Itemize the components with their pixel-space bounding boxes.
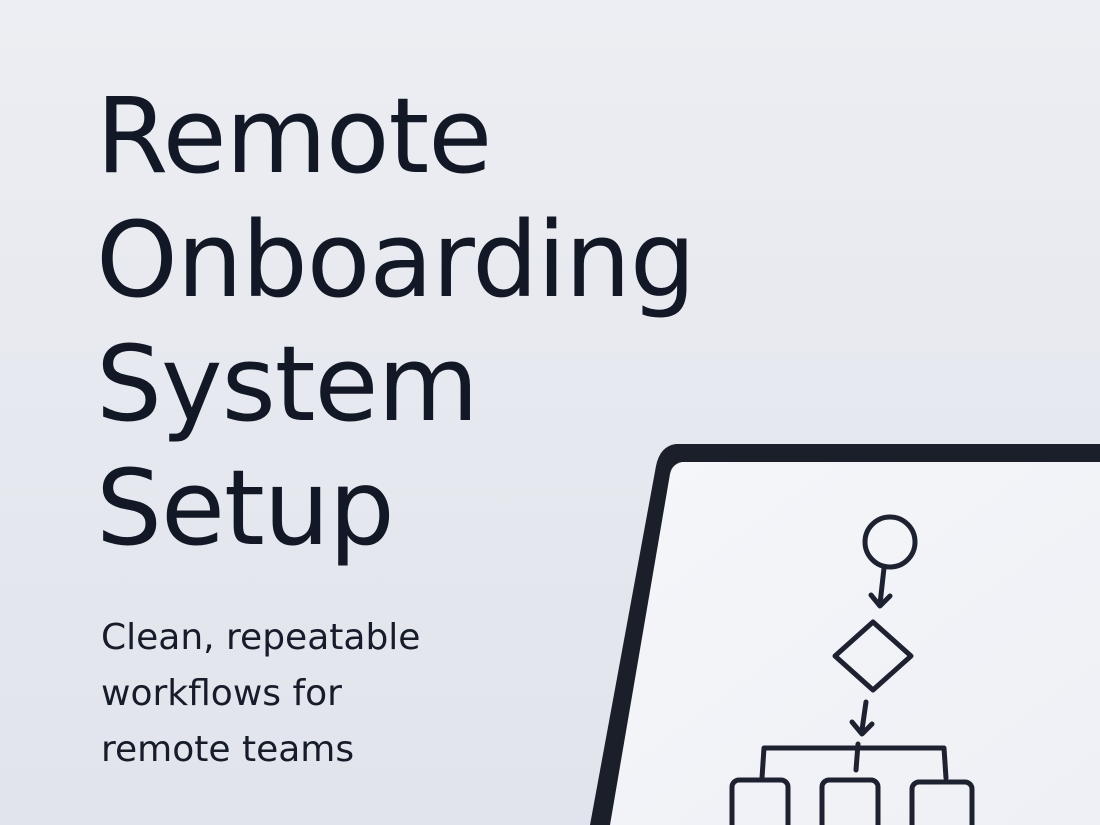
hero-title-line-4: Setup [96,447,395,569]
flowchart-arrowhead-1 [868,592,893,609]
hero-subtitle-line-2: workflows for [101,673,342,714]
flowchart-box-right [909,779,975,825]
hero-title-line-1: Remote [96,75,492,197]
hero-title: Remote Onboarding System Setup [96,74,696,570]
flowchart-arrow-2 [859,699,869,733]
hero-subtitle: Clean, repeatable workflows for remote t… [101,610,420,778]
flowchart-arrow-1 [877,565,887,607]
hero-subtitle-line-3: remote teams [101,729,355,770]
hero-subtitle-line-1: Clean, repeatable [101,617,421,658]
hero-title-line-3: System [96,323,479,445]
hero-title-line-2: Onboarding [96,199,696,321]
flowchart-arrowhead-2 [849,719,875,737]
flowchart-start-circle [862,514,918,570]
flowchart-icon [729,514,975,825]
flowchart-box-middle [819,777,881,825]
flowchart-box-left [729,777,791,825]
flowchart-decision-diamond [832,619,914,693]
flowchart-branch-connector [759,741,949,781]
